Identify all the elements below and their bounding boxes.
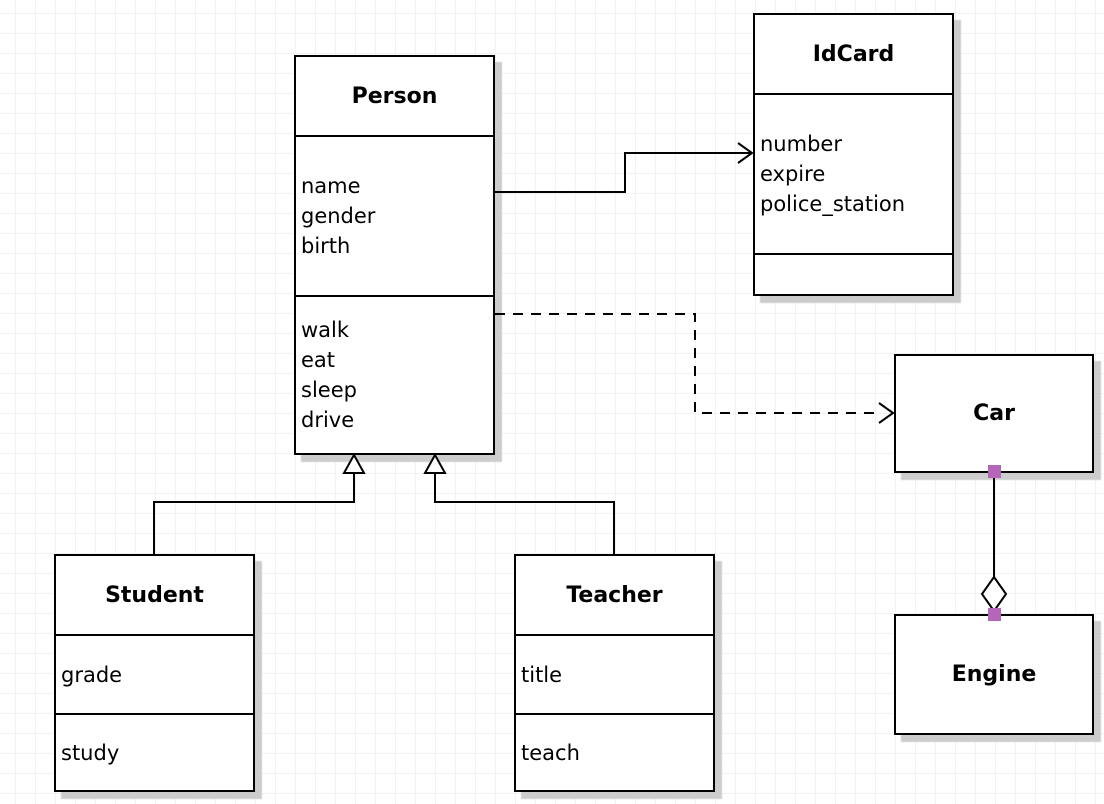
- member-label: gender: [301, 204, 376, 228]
- class-box-student[interactable]: Student grade study: [54, 554, 255, 792]
- member-label: walk: [301, 318, 350, 342]
- member-label: police_station: [760, 192, 906, 216]
- attributes-section-teacher: title: [516, 634, 713, 713]
- class-title-car: Car: [973, 401, 1015, 426]
- class-box-person[interactable]: Person name gender birth walk eat sleep …: [294, 55, 495, 455]
- generalization-connector-student-person[interactable]: [153, 452, 366, 554]
- hollow-triangle-arrowhead-icon: [423, 452, 447, 474]
- member-label: teach: [521, 740, 580, 765]
- member-label: drive: [301, 408, 355, 432]
- member-label: birth: [301, 234, 351, 258]
- hollow-diamond-icon: [980, 575, 1008, 613]
- methods-section-teacher: teach: [516, 713, 713, 790]
- attributes-section-idcard: number expire police_station: [755, 93, 952, 253]
- class-box-engine[interactable]: Engine: [894, 614, 1094, 735]
- attributes-section-student: grade: [56, 634, 253, 713]
- class-title-person: Person: [351, 83, 438, 109]
- class-title-engine: Engine: [951, 662, 1037, 687]
- member-label: name: [301, 174, 361, 198]
- member-label: expire: [760, 162, 826, 186]
- open-arrowhead-icon: [737, 142, 754, 164]
- class-title-teacher: Teacher: [566, 582, 663, 608]
- generalization-line[interactable]: [153, 473, 355, 554]
- aggregation-connector-car-engine[interactable]: [980, 465, 1008, 621]
- member-label: study: [61, 740, 120, 765]
- attributes-section-person: name gender birth: [296, 135, 493, 295]
- member-label: number: [760, 132, 842, 156]
- generalization-line[interactable]: [434, 473, 615, 554]
- class-box-idcard[interactable]: IdCard number expire police_station: [753, 13, 954, 296]
- member-label: grade: [61, 662, 123, 687]
- member-label: eat: [301, 348, 336, 372]
- member-label: title: [521, 662, 563, 687]
- open-arrowhead-icon: [878, 402, 895, 424]
- dependency-line[interactable]: [495, 313, 878, 414]
- class-box-teacher[interactable]: Teacher title teach: [514, 554, 715, 792]
- methods-section-person: walk eat sleep drive: [296, 295, 493, 453]
- generalization-connector-teacher-person[interactable]: [423, 452, 615, 554]
- methods-section-idcard: [755, 253, 952, 294]
- association-connector-person-idcard[interactable]: [495, 142, 754, 193]
- methods-section-student: study: [56, 713, 253, 790]
- member-label: sleep: [301, 378, 357, 402]
- hollow-triangle-arrowhead-icon: [342, 452, 366, 474]
- class-title-idcard: IdCard: [812, 41, 895, 67]
- class-box-car[interactable]: Car: [894, 354, 1094, 473]
- dependency-connector-person-car[interactable]: [495, 313, 895, 424]
- association-line[interactable]: [495, 152, 750, 193]
- class-title-student: Student: [105, 582, 204, 608]
